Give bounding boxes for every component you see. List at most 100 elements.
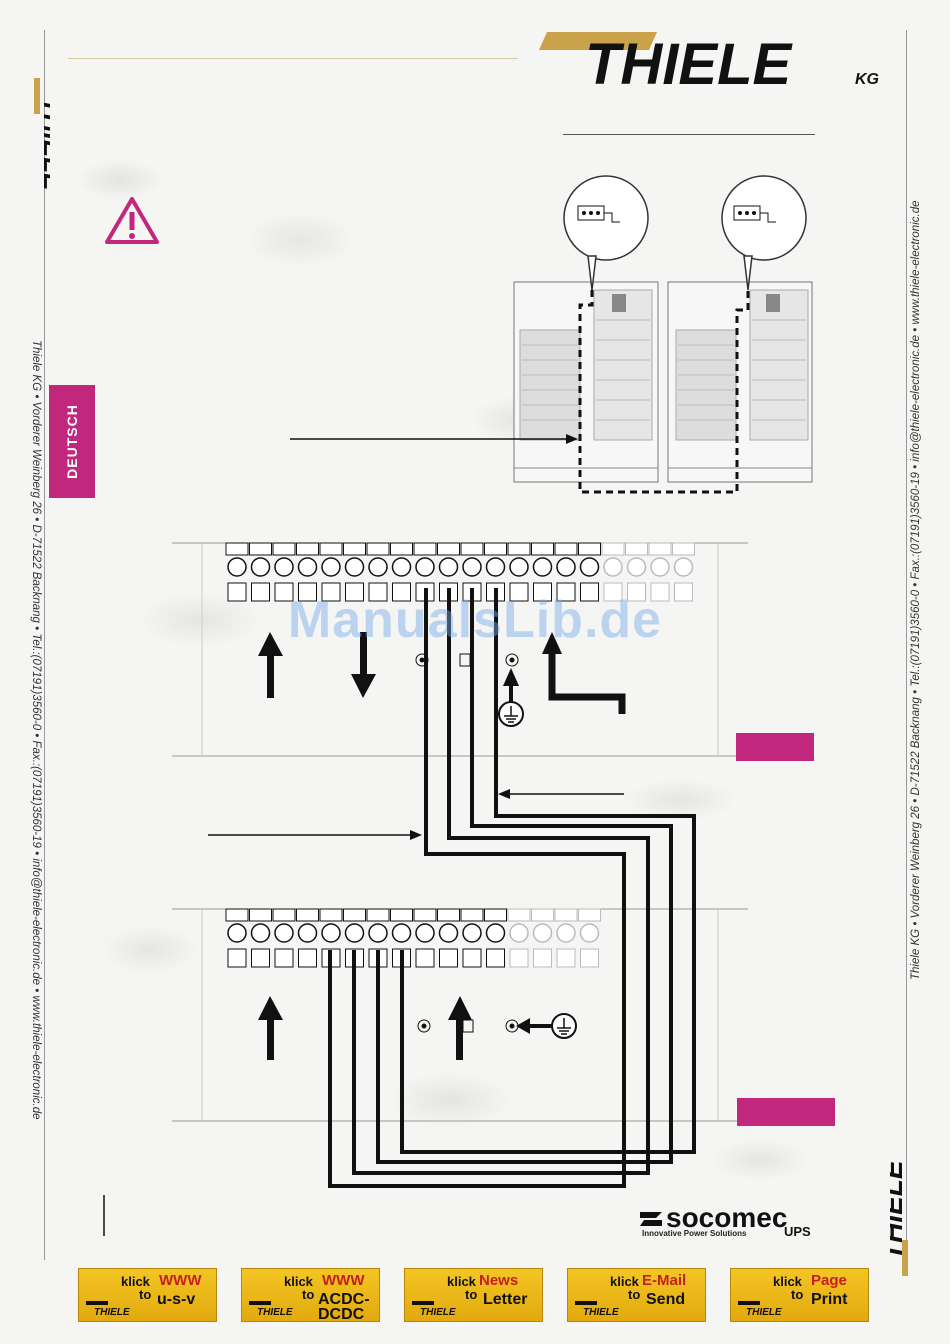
terminal-clamp (509, 582, 529, 602)
label-box-b (737, 1098, 835, 1126)
terminal-screw (297, 557, 318, 577)
terminal-screw-slot (272, 908, 296, 922)
terminal-screw-slot (249, 542, 272, 556)
terminal-clamp (509, 948, 529, 968)
terminal-clamp (345, 582, 364, 602)
button-newsletter[interactable]: klick to News Letter THIELE (404, 1268, 543, 1322)
terminal-screw (415, 557, 435, 577)
button-page-print[interactable]: klick to Page Print THIELE (730, 1268, 869, 1322)
terminal-clamp (251, 582, 270, 602)
terminal-screw-slot (601, 542, 625, 556)
terminal-clamp (298, 948, 317, 968)
terminal-clamp (580, 582, 599, 602)
socomec-mark-icon (640, 1212, 662, 1226)
ground-icon (498, 701, 524, 727)
terminal-screw (438, 557, 459, 577)
terminal-clamp (274, 582, 294, 602)
terminal-clamp (462, 948, 482, 968)
terminal-screw-slot (648, 542, 672, 556)
terminal-clamp (227, 948, 247, 968)
terminal-screw (462, 557, 482, 577)
terminal-screw-slot (225, 908, 249, 922)
terminal-screw (509, 557, 529, 577)
terminal-screw (274, 923, 294, 943)
terminal-clamp (486, 948, 505, 968)
terminal-screw (556, 557, 576, 577)
terminal-block-a (172, 542, 748, 757)
terminal-clamp (368, 582, 388, 602)
terminal-screw-slot (507, 908, 531, 922)
terminal-screw (532, 923, 553, 943)
thiele-mini-logo: THIELE (86, 1301, 130, 1317)
terminal-screw (368, 923, 388, 943)
terminal-screw (673, 557, 694, 577)
brand-tagline: Innovative Power Solutions (642, 1229, 747, 1238)
terminal-screw (438, 923, 459, 943)
ups-cabinet-left (513, 281, 659, 483)
terminal-screw-slot (319, 542, 343, 556)
terminal-clamp (556, 948, 576, 968)
terminal-clamp (650, 582, 670, 602)
terminal-screw (344, 557, 365, 577)
terminal-screw (250, 923, 271, 943)
thiele-logo: THIELE KG (539, 32, 879, 90)
button-www-acdc[interactable]: klick to WWW ACDC- DCDC THIELE (241, 1268, 380, 1323)
terminal-screw (321, 923, 341, 943)
thiele-mini-logo: THIELE (575, 1301, 619, 1317)
terminal-screw-slot (413, 908, 437, 922)
terminal-screw (532, 557, 553, 577)
logo-text: THIELE (585, 32, 794, 90)
socomec-logo: socomec Innovative Power Solutions UPS (640, 1202, 820, 1242)
terminal-clamp (321, 582, 341, 602)
terminal-clamp (603, 582, 623, 602)
terminal-screw-slot (437, 542, 460, 556)
ups-cabinet-right (667, 281, 813, 483)
terminal-clamp (392, 582, 411, 602)
header-rule (68, 58, 518, 59)
svg-text:THIELE: THIELE (890, 1159, 908, 1260)
terminal-clamp (580, 948, 599, 968)
terminal-screw-slot (531, 542, 554, 556)
terminal-screw (626, 557, 647, 577)
terminal-clamp (439, 948, 458, 968)
side-logo-right: THIELE (890, 1159, 908, 1276)
svg-text:THIELE: THIELE (257, 1307, 293, 1317)
logo-suffix: KG (855, 71, 879, 88)
terminal-block-b (172, 908, 748, 1122)
terminal-screw-slot (225, 542, 249, 556)
thiele-mini-logo: THIELE (412, 1301, 456, 1317)
terminal-screw-slot (554, 908, 578, 922)
terminal-screw (579, 923, 600, 943)
terminal-screw-slot (390, 908, 413, 922)
svg-text:THIELE: THIELE (746, 1307, 782, 1317)
terminal-screw-slot (390, 542, 413, 556)
language-tab[interactable]: DEUTSCH (49, 385, 95, 498)
terminal-clamp (227, 582, 247, 602)
watermark: ManualsLib.de (287, 591, 663, 649)
warning-icon (105, 197, 159, 244)
terminal-screw-slot (343, 908, 366, 922)
terminal-screw (297, 923, 318, 943)
svg-text:THIELE: THIELE (94, 1307, 130, 1317)
margin-line-right (906, 30, 907, 1260)
terminal-clamp (556, 582, 576, 602)
terminal-screw-slot (672, 542, 695, 556)
thiele-mini-logo: THIELE (249, 1301, 293, 1317)
terminal-screw-slot (366, 542, 390, 556)
terminal-screw (462, 923, 482, 943)
terminal-screw (391, 923, 412, 943)
terminal-screw (485, 557, 506, 577)
terminal-screw-slot (413, 542, 437, 556)
button-www-usv[interactable]: klick to WWW u-s-v THIELE (78, 1268, 217, 1322)
svg-text:THIELE: THIELE (583, 1307, 619, 1317)
svg-text:THIELE: THIELE (420, 1307, 456, 1317)
terminal-screw-slot (531, 908, 554, 922)
terminal-screw (321, 557, 341, 577)
terminal-screw-slot (343, 542, 366, 556)
terminal-screw-slot (578, 908, 601, 922)
terminal-screw-slot (437, 908, 460, 922)
terminal-screw-slot (272, 542, 296, 556)
button-email-send[interactable]: klick to E-Mail Send THIELE (567, 1268, 706, 1322)
terminal-screw (368, 557, 388, 577)
